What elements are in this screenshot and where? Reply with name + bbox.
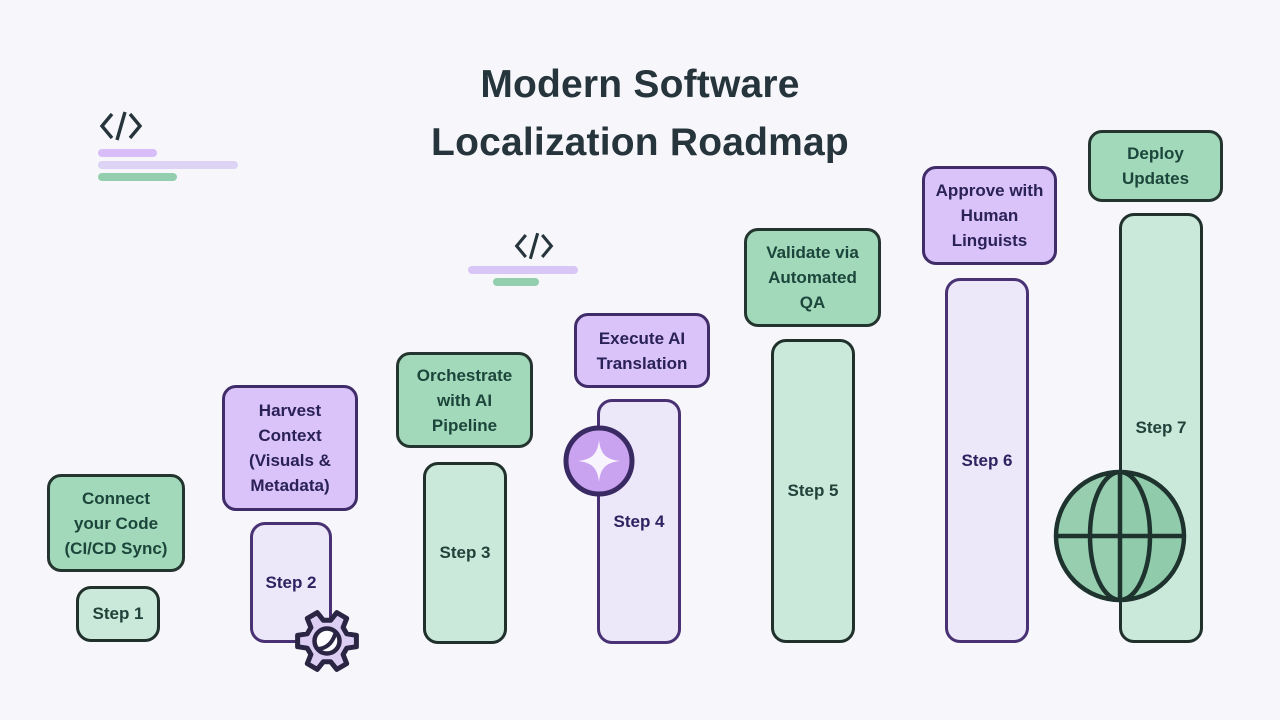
code-brackets-icon — [514, 232, 554, 260]
step-4-label-box: Execute AI Translation — [574, 313, 710, 388]
code-brackets-icon — [99, 111, 143, 141]
step-4-number: Step 4 — [613, 511, 665, 531]
step-7-number: Step 7 — [1135, 418, 1187, 437]
globe-icon — [1053, 469, 1187, 603]
step-6-bar: Step 6 — [945, 278, 1029, 643]
page-title-line2: Localization Roadmap — [431, 121, 849, 164]
deco-line-lavender — [98, 161, 238, 169]
gear-icon — [295, 610, 359, 672]
step-3-bar: Step 3 — [423, 462, 507, 644]
deco-line-green — [98, 173, 177, 181]
step-2-number: Step 2 — [265, 572, 317, 592]
deco-line-green — [493, 278, 539, 286]
code-decoration-middle — [468, 231, 580, 287]
step-2-label-box: Harvest Context (Visuals & Metadata) — [222, 385, 358, 511]
step-6-label-box: Approve with Human Linguists — [922, 166, 1057, 265]
step-2-label: Harvest Context (Visuals & Metadata) — [249, 401, 331, 495]
step-5-label: Validate via Automated QA — [766, 243, 859, 312]
step-1-label-box: Connect your Code (CI/CD Sync) — [47, 474, 185, 572]
deco-line-purple — [98, 149, 157, 157]
code-decoration-top-left — [96, 110, 241, 185]
step-7-label: Deploy Updates — [1121, 144, 1190, 188]
step-5-number: Step 5 — [787, 481, 839, 500]
page-title: Modern Software Localization Roadmap — [0, 56, 1280, 172]
sparkle-icon — [563, 425, 635, 497]
step-1-bar: Step 1 — [76, 586, 160, 642]
step-6-label: Approve with Human Linguists — [935, 181, 1044, 250]
step-5-bar: Step 5 — [771, 339, 855, 643]
step-4-label: Execute AI Translation — [596, 328, 688, 373]
step-3-number: Step 3 — [439, 543, 491, 562]
step-6-number: Step 6 — [961, 450, 1013, 470]
step-7-label-box: Deploy Updates — [1088, 130, 1223, 202]
step-1-number: Step 1 — [92, 604, 144, 623]
step-3-label-box: Orchestrate with AI Pipeline — [396, 352, 533, 448]
deco-line-lavender — [468, 266, 578, 274]
step-5-label-box: Validate via Automated QA — [744, 228, 881, 327]
page-title-line1: Modern Software — [480, 63, 800, 106]
step-3-label: Orchestrate with AI Pipeline — [416, 365, 513, 435]
step-1-label: Connect your Code (CI/CD Sync) — [64, 488, 168, 558]
